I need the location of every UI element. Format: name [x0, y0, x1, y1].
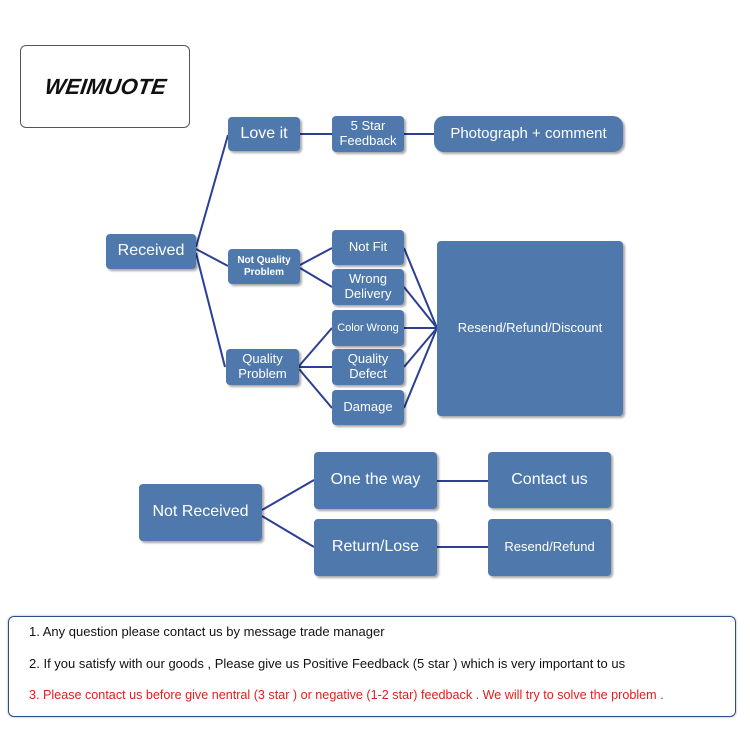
damage-node: Damage	[332, 390, 404, 425]
on-the-way-node: One the way	[314, 452, 437, 509]
link-notfit-rrd	[403, 247, 438, 329]
contact-us-label: Contact us	[511, 470, 588, 488]
not-received-node: Not Received	[139, 484, 262, 541]
link-damage-rrd	[403, 327, 438, 409]
quality-defect-node: Quality Defect	[332, 349, 404, 385]
link-received-quality	[195, 252, 226, 368]
love-it-label: Love it	[240, 124, 288, 142]
return-lose-node: Return/Lose	[314, 519, 437, 576]
received-node: Received	[106, 234, 196, 269]
five-star-label-line2: Feedback	[339, 133, 397, 148]
notes-box: 1. Any question please contact us by mes…	[8, 616, 736, 717]
wrong-delivery-label-line1: Wrong	[348, 271, 388, 287]
wrong-delivery-label-line2: Delivery	[344, 286, 392, 301]
resend-refund-discount-node: Resend/Refund/Discount	[437, 241, 623, 416]
quality-problem-node: Quality Problem	[226, 349, 299, 385]
color-wrong-label: Color Wrong	[337, 321, 399, 334]
link-q-damage	[298, 368, 333, 409]
link-defect-rrd	[403, 327, 438, 368]
not-quality-problem-node: Not Quality Problem	[228, 249, 300, 284]
photograph-comment-node: Photograph + comment	[434, 116, 623, 152]
note-2: 2. If you satisfy with our goods , Pleas…	[29, 656, 626, 671]
link-nq-notfit	[299, 247, 333, 266]
return-lose-label: Return/Lose	[331, 538, 420, 556]
link-nq-wrong	[299, 267, 333, 288]
brand-logo-text: WEIMUOTE	[42, 73, 168, 99]
brand-logo: WEIMUOTE	[20, 45, 190, 128]
link-wrong-rrd	[403, 286, 438, 329]
on-the-way-label: One the way	[330, 471, 421, 489]
five-star-feedback-node: 5 Star Feedback	[332, 116, 404, 152]
not-fit-node: Not Fit	[332, 230, 404, 265]
received-label: Received	[117, 242, 185, 260]
not-received-label: Not Received	[152, 503, 249, 521]
note-1: 1. Any question please contact us by mes…	[29, 624, 385, 639]
quality-defect-label-line2: Defect	[349, 366, 387, 381]
photograph-comment-label: Photograph + comment	[450, 125, 607, 143]
five-star-label-line1: 5 Star	[350, 118, 386, 134]
not-quality-label-line2: Problem	[243, 266, 284, 278]
link-nr-way	[261, 479, 315, 511]
link-q-color	[298, 327, 333, 367]
not-quality-label-line1: Not Quality	[237, 255, 291, 266]
resend-refund-discount-label: Resend/Refund/Discount	[457, 320, 603, 336]
resend-refund-label: Resend/Refund	[504, 539, 595, 555]
not-fit-label: Not Fit	[348, 239, 388, 255]
resend-refund-node: Resend/Refund	[488, 519, 611, 576]
quality-problem-label-line2: Problem	[238, 366, 287, 381]
link-received-love	[195, 134, 229, 248]
note-3-warning: 3. Please contact us before give nentral…	[29, 688, 664, 702]
wrong-delivery-node: Wrong Delivery	[332, 269, 404, 305]
damage-label: Damage	[343, 399, 393, 415]
quality-problem-label-line1: Quality	[242, 351, 283, 367]
link-received-notquality	[195, 248, 229, 267]
link-nr-return	[261, 515, 315, 548]
contact-us-node: Contact us	[488, 452, 611, 508]
quality-defect-label-line1: Quality	[347, 351, 389, 367]
love-it-node: Love it	[228, 117, 300, 151]
color-wrong-node: Color Wrong	[332, 310, 404, 346]
